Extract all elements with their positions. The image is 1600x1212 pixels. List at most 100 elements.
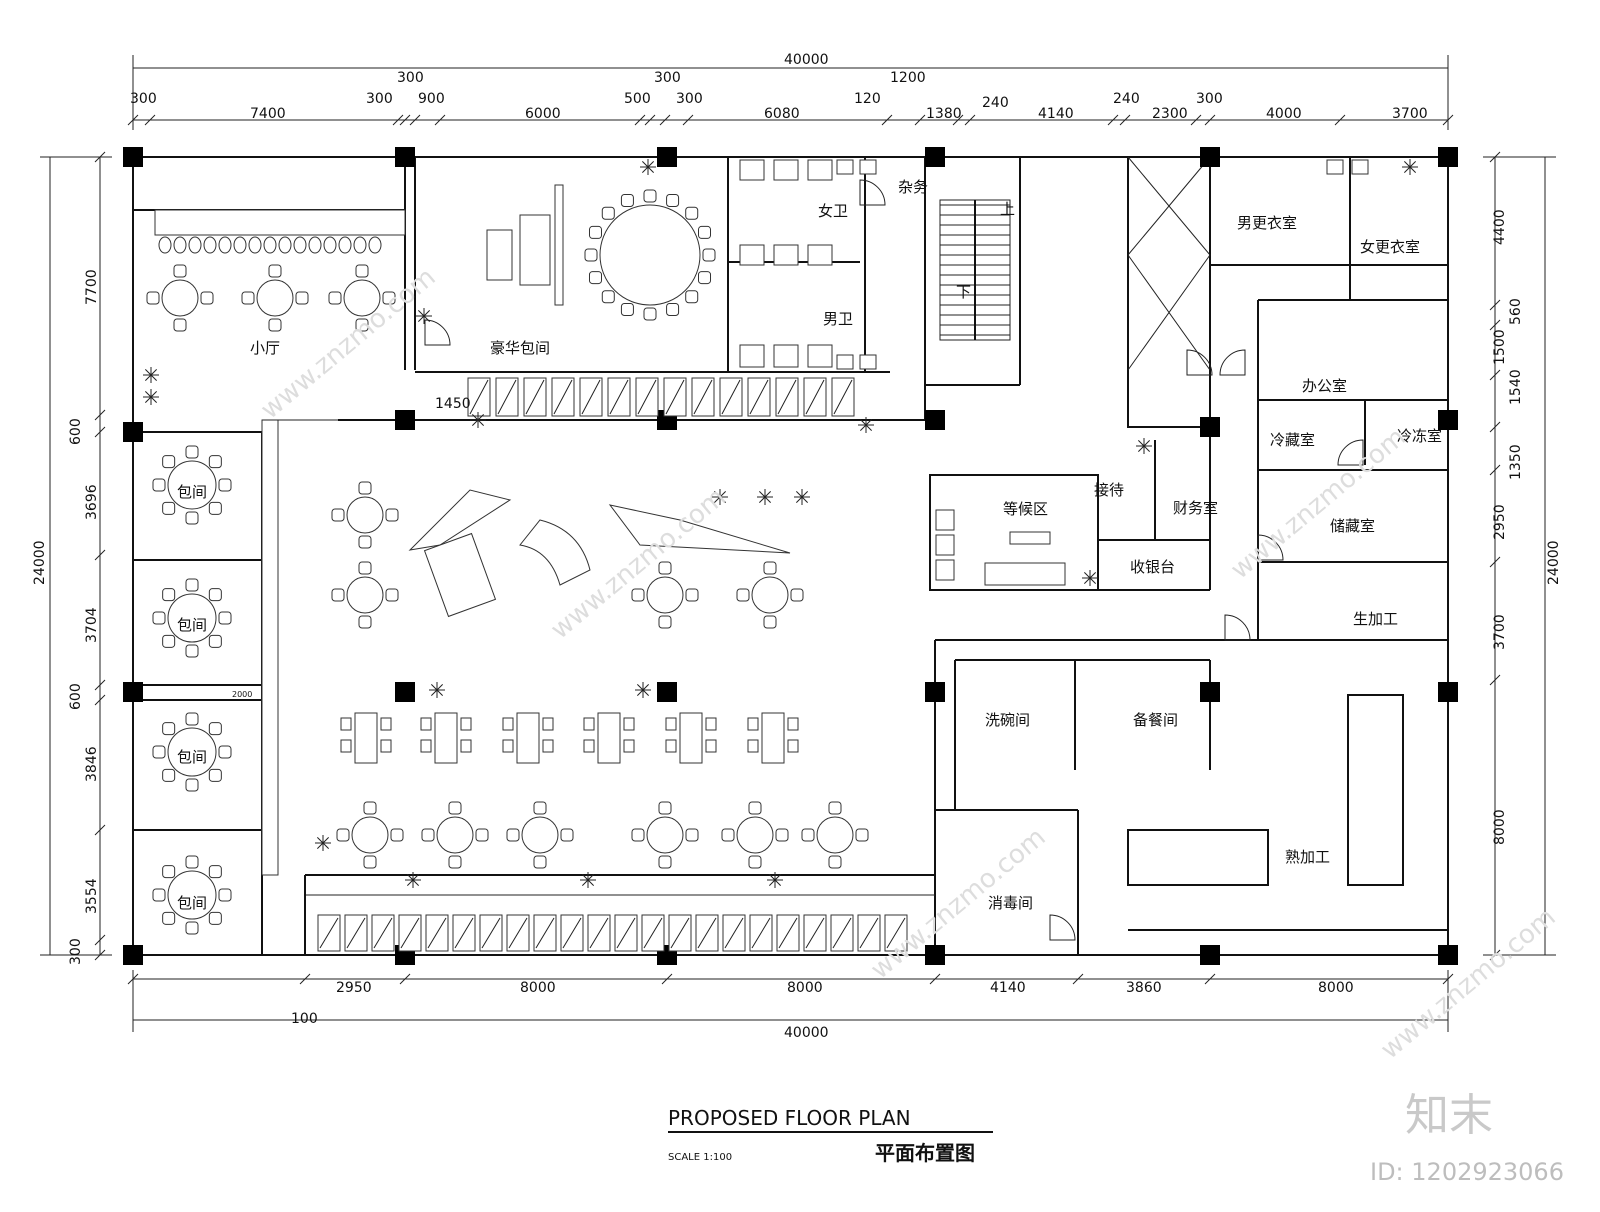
toilet [739,344,765,368]
plant [405,872,421,888]
dim-left-1: 600 [68,418,84,445]
dim-total-top: 40000 [784,52,829,68]
toilet [773,159,799,181]
dim-right-2: 1500 [1492,329,1508,365]
hall-table [631,801,699,869]
structural-columns [123,147,1458,965]
dim-top2-3: 900 [418,91,445,107]
column [123,422,143,442]
dim-top1-b: 300 [654,70,681,86]
door-swing [1337,439,1364,466]
dim-top1-a: 300 [397,70,424,86]
column [395,147,415,167]
room-labels: 小厅 豪华包间 女卫 男卫 杂务 上 下 男更衣室 女更衣室 办公室 冷藏室 冷… [177,178,1442,912]
bar-stool [233,236,247,254]
label-shujiagong: 熟加工 [1285,848,1330,866]
dim-right-3: 1540 [1508,369,1524,405]
column [1438,147,1458,167]
hall-table [336,801,404,869]
label-xiaoting: 小厅 [250,339,280,357]
sofa [519,214,551,286]
private-room-table [152,445,232,525]
dim-top2-6: 300 [676,91,703,107]
dim-top2-7: 6080 [764,106,800,122]
rect-table [340,712,392,764]
title-block: PROPOSED FLOOR PLAN SCALE 1:100 平面布置图 [668,1106,993,1165]
hall-table [736,561,804,629]
dim-interior-2000: 2000 [232,690,252,699]
dim-top2-14: 300 [1196,91,1223,107]
label-haohua-baojian: 豪华包间 [490,339,550,357]
label-jiedai: 接待 [1094,481,1124,499]
plant [1136,438,1152,454]
label-xiaodu: 消毒间 [988,894,1033,912]
toilet [739,159,765,181]
label-lengcang: 冷藏室 [1270,431,1315,449]
door-swing [859,179,886,206]
dim-top2-4: 6000 [525,106,561,122]
dim-top2-9: 1380 [926,106,962,122]
dim-top2-13: 2300 [1152,106,1188,122]
lounge-table [328,264,396,332]
bar-stool [353,236,367,254]
dim-bottom-1: 8000 [520,980,556,996]
bar-stool [338,236,352,254]
column [1438,410,1458,430]
dim-top1-c: 1200 [890,70,926,86]
title-scale: SCALE 1:100 [668,1152,732,1163]
dimension-labels: 40000 300 300 1200 300 7400 300 900 6000… [32,52,1562,1041]
private-room-table [152,578,232,658]
label-baojian-2: 包间 [177,616,207,634]
column [1438,945,1458,965]
bar-stool [323,236,337,254]
label-xiwan: 洗碗间 [985,711,1030,729]
rect-table [502,712,554,764]
tv-cabinet [554,184,564,306]
dim-total-left: 24000 [32,540,48,585]
toilet [807,244,833,266]
dim-top2-1: 7400 [250,106,286,122]
label-beican: 备餐间 [1133,711,1178,729]
sofa [486,229,513,281]
dim-bottom-0: 2950 [336,980,372,996]
watermark-site-4: www.znzmo.com [1225,422,1411,585]
armchair [935,559,955,581]
sink [859,159,877,175]
column [925,410,945,430]
dimension-ticks [94,114,1501,985]
dim-right-7: 8000 [1492,809,1508,845]
sink [1326,159,1344,175]
dim-top2-0: 300 [130,91,157,107]
bar-stool [158,236,172,254]
bar-stool [248,236,262,254]
dim-left-7: 300 [68,938,84,965]
dim-left-4: 600 [68,683,84,710]
long-table [423,532,497,618]
toilet [773,344,799,368]
column [395,682,415,702]
lounge-table [146,264,214,332]
plant [640,159,656,175]
column [925,682,945,702]
dim-bottom-2: 8000 [787,980,823,996]
dim-total-bottom: 40000 [784,1025,829,1041]
plant [712,489,728,505]
bar-stool [278,236,292,254]
display-counter [408,489,512,551]
hall-table [421,801,489,869]
label-lengdong: 冷冻室 [1397,427,1442,445]
bar-stool [203,236,217,254]
door-swing [1219,349,1246,376]
dim-top2-8: 120 [854,91,881,107]
column [123,945,143,965]
label-shang: 上 [1000,200,1015,218]
plant [767,872,783,888]
door-swing [1186,349,1213,376]
private-room-table [152,855,232,935]
sink [836,354,854,370]
watermark-id: ID: 1202923066 [1370,1158,1564,1186]
toilet [807,159,833,181]
column [925,147,945,167]
plant [858,417,874,433]
